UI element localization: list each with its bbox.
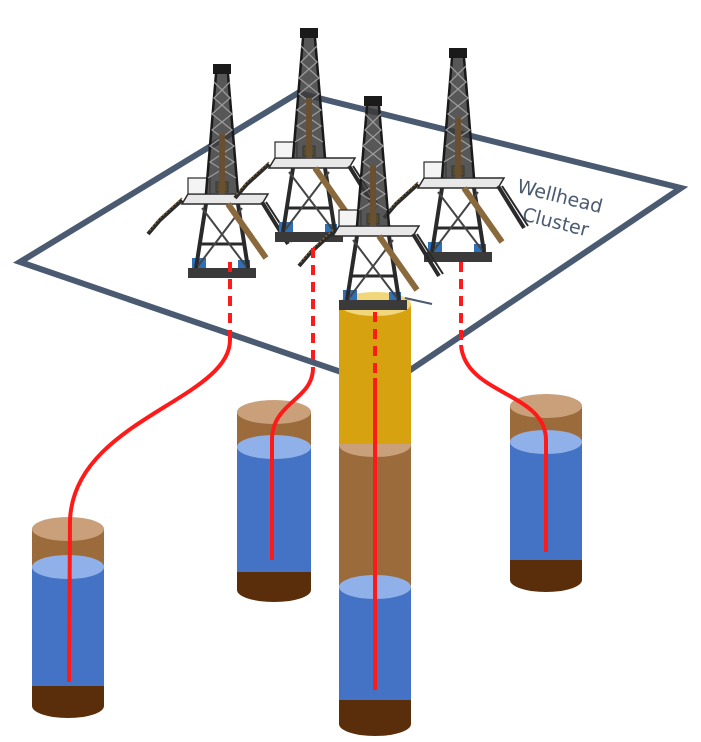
wellbore-paths — [67, 248, 548, 690]
wellhead-platform — [12, 89, 689, 391]
wellbore-2 — [270, 367, 315, 560]
wellbore-1 — [67, 339, 232, 683]
wellbore-4 — [459, 344, 548, 552]
